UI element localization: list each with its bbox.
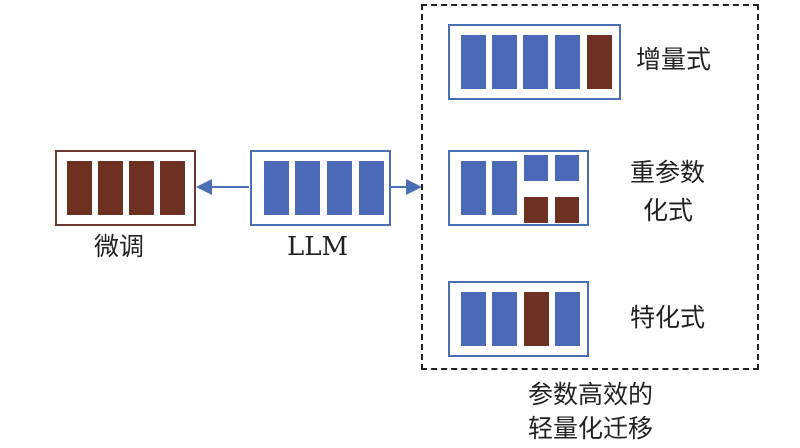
- additive-bar: [555, 35, 580, 89]
- finetune-bar: [129, 161, 154, 215]
- specification-bar: [555, 292, 580, 346]
- reparam-method-box: [448, 150, 589, 226]
- finetune-box: [55, 150, 196, 226]
- llm-bar: [327, 161, 352, 215]
- additive-bar: [492, 35, 517, 89]
- group-caption-line1: 参数高效的: [528, 380, 654, 409]
- specification-method-box: [448, 281, 589, 357]
- reparam-upper-block: [524, 155, 548, 181]
- llm-bar: [359, 161, 384, 215]
- specification-bar: [492, 292, 517, 346]
- llm-label: LLM: [287, 232, 349, 262]
- additive-bar: [523, 35, 548, 89]
- llm-bar: [295, 161, 320, 215]
- llm-box: [250, 150, 391, 226]
- additive-label: 增量式: [636, 45, 712, 74]
- peft-group-frame: [421, 4, 759, 370]
- specification-bar: [461, 292, 486, 346]
- reparam-lower-block: [524, 197, 548, 223]
- finetune-bar: [98, 161, 123, 215]
- reparam-lower-block: [555, 197, 579, 223]
- finetune-bar: [67, 161, 92, 215]
- finetune-bar: [160, 161, 185, 215]
- reparam-label-line2: 化式: [643, 196, 694, 225]
- additive-method-box: [448, 24, 621, 100]
- reparam-upper-block: [555, 155, 579, 181]
- reparam-bar: [492, 161, 517, 215]
- llm-bar: [264, 161, 289, 215]
- specification-label: 特化式: [630, 303, 706, 332]
- group-caption-line2: 轻量化迁移: [528, 414, 654, 443]
- specification-tuned-bar: [524, 292, 549, 346]
- additive-added-bar: [587, 35, 612, 89]
- reparam-bar: [461, 161, 486, 215]
- finetune-label: 微调: [94, 232, 145, 261]
- additive-bar: [461, 35, 486, 89]
- reparam-label-line1: 重参数: [630, 158, 706, 187]
